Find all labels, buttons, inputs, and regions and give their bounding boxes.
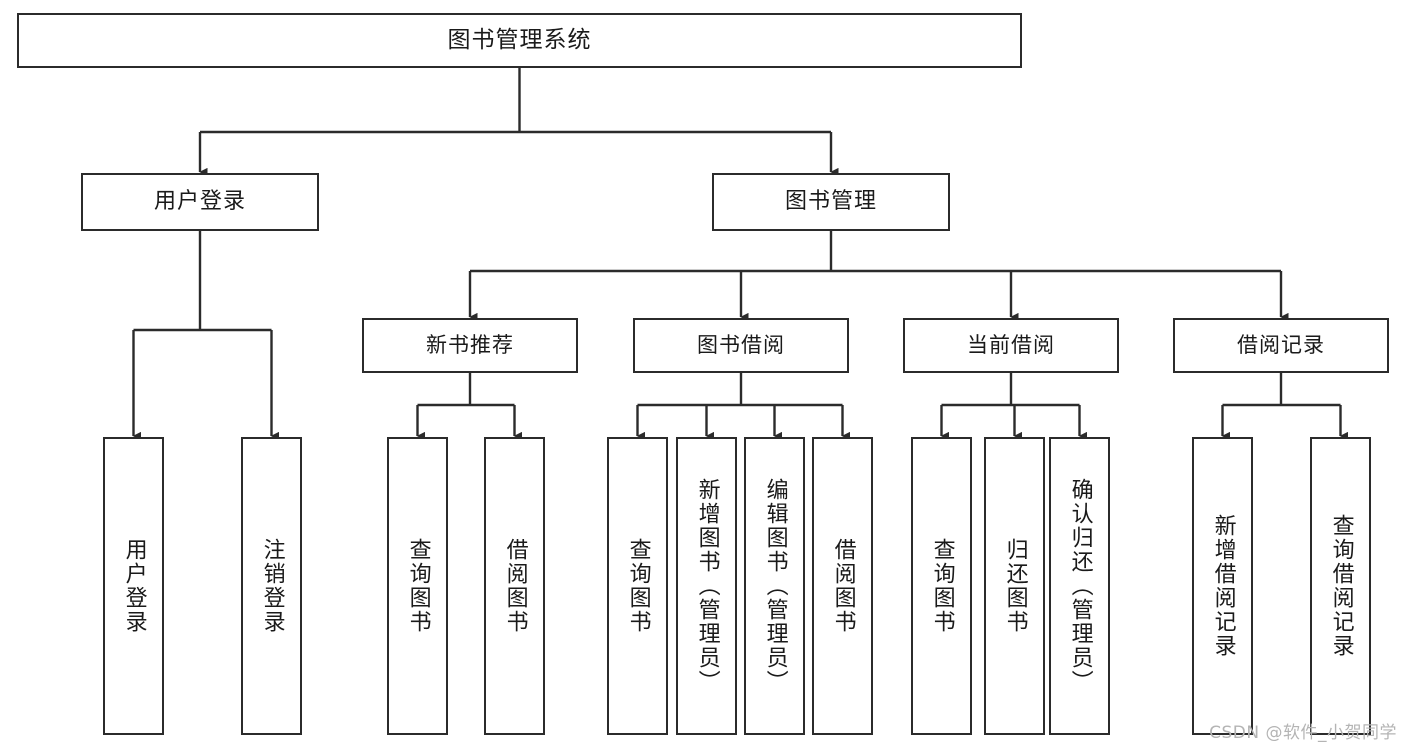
node-label-borrowbook1: 借阅图书 [502,538,528,634]
node-borrowrec[interactable]: 借阅记录 [1173,318,1389,373]
node-querybook1[interactable]: 查询图书 [387,437,448,735]
node-label-returnbook: 归还图书 [1002,538,1028,634]
watermark-text: CSDN @软件_小贺同学 [1209,723,1397,743]
node-label-root: 图书管理系统 [447,26,592,53]
node-borrowbook[interactable]: 图书借阅 [633,318,849,373]
node-label-userlogout: 注销登录 [259,538,285,634]
node-label-querybook1: 查询图书 [405,538,431,634]
node-label-queryrecord: 查询借阅记录 [1328,514,1354,658]
node-addbook[interactable]: 新增图书（管理员） [676,437,737,735]
node-label-newbook: 新书推荐 [426,333,514,358]
node-currborrow[interactable]: 当前借阅 [903,318,1119,373]
node-label-querybook2: 查询图书 [625,538,651,634]
node-label-borrowbook2: 借阅图书 [830,538,856,634]
node-label-addbook: 新增图书（管理员） [694,478,720,694]
node-label-addrecord: 新增借阅记录 [1210,514,1236,658]
node-label-login: 用户登录 [153,189,246,215]
node-root[interactable]: 图书管理系统 [17,13,1022,68]
node-borrowbook1[interactable]: 借阅图书 [484,437,545,735]
node-label-userlogin: 用户登录 [121,538,147,634]
node-querybook2[interactable]: 查询图书 [607,437,668,735]
node-confirmreturn[interactable]: 确认归还（管理员） [1049,437,1110,735]
node-userlogout[interactable]: 注销登录 [241,437,302,735]
node-newbook[interactable]: 新书推荐 [362,318,578,373]
node-borrowbook2[interactable]: 借阅图书 [812,437,873,735]
node-label-borrowbook: 图书借阅 [697,333,785,358]
node-addrecord[interactable]: 新增借阅记录 [1192,437,1253,735]
node-queryrecord[interactable]: 查询借阅记录 [1310,437,1371,735]
node-label-querybook3: 查询图书 [929,538,955,634]
node-login[interactable]: 用户登录 [81,173,319,231]
node-label-borrowrec: 借阅记录 [1237,333,1325,358]
node-userlogin[interactable]: 用户登录 [103,437,164,735]
node-querybook3[interactable]: 查询图书 [911,437,972,735]
node-returnbook[interactable]: 归还图书 [984,437,1045,735]
node-bookmgmt[interactable]: 图书管理 [712,173,950,231]
node-label-editbook: 编辑图书（管理员） [762,478,788,694]
node-label-currborrow: 当前借阅 [967,333,1055,358]
node-editbook[interactable]: 编辑图书（管理员） [744,437,805,735]
node-label-bookmgmt: 图书管理 [784,189,877,215]
node-label-confirmreturn: 确认归还（管理员） [1067,478,1093,694]
